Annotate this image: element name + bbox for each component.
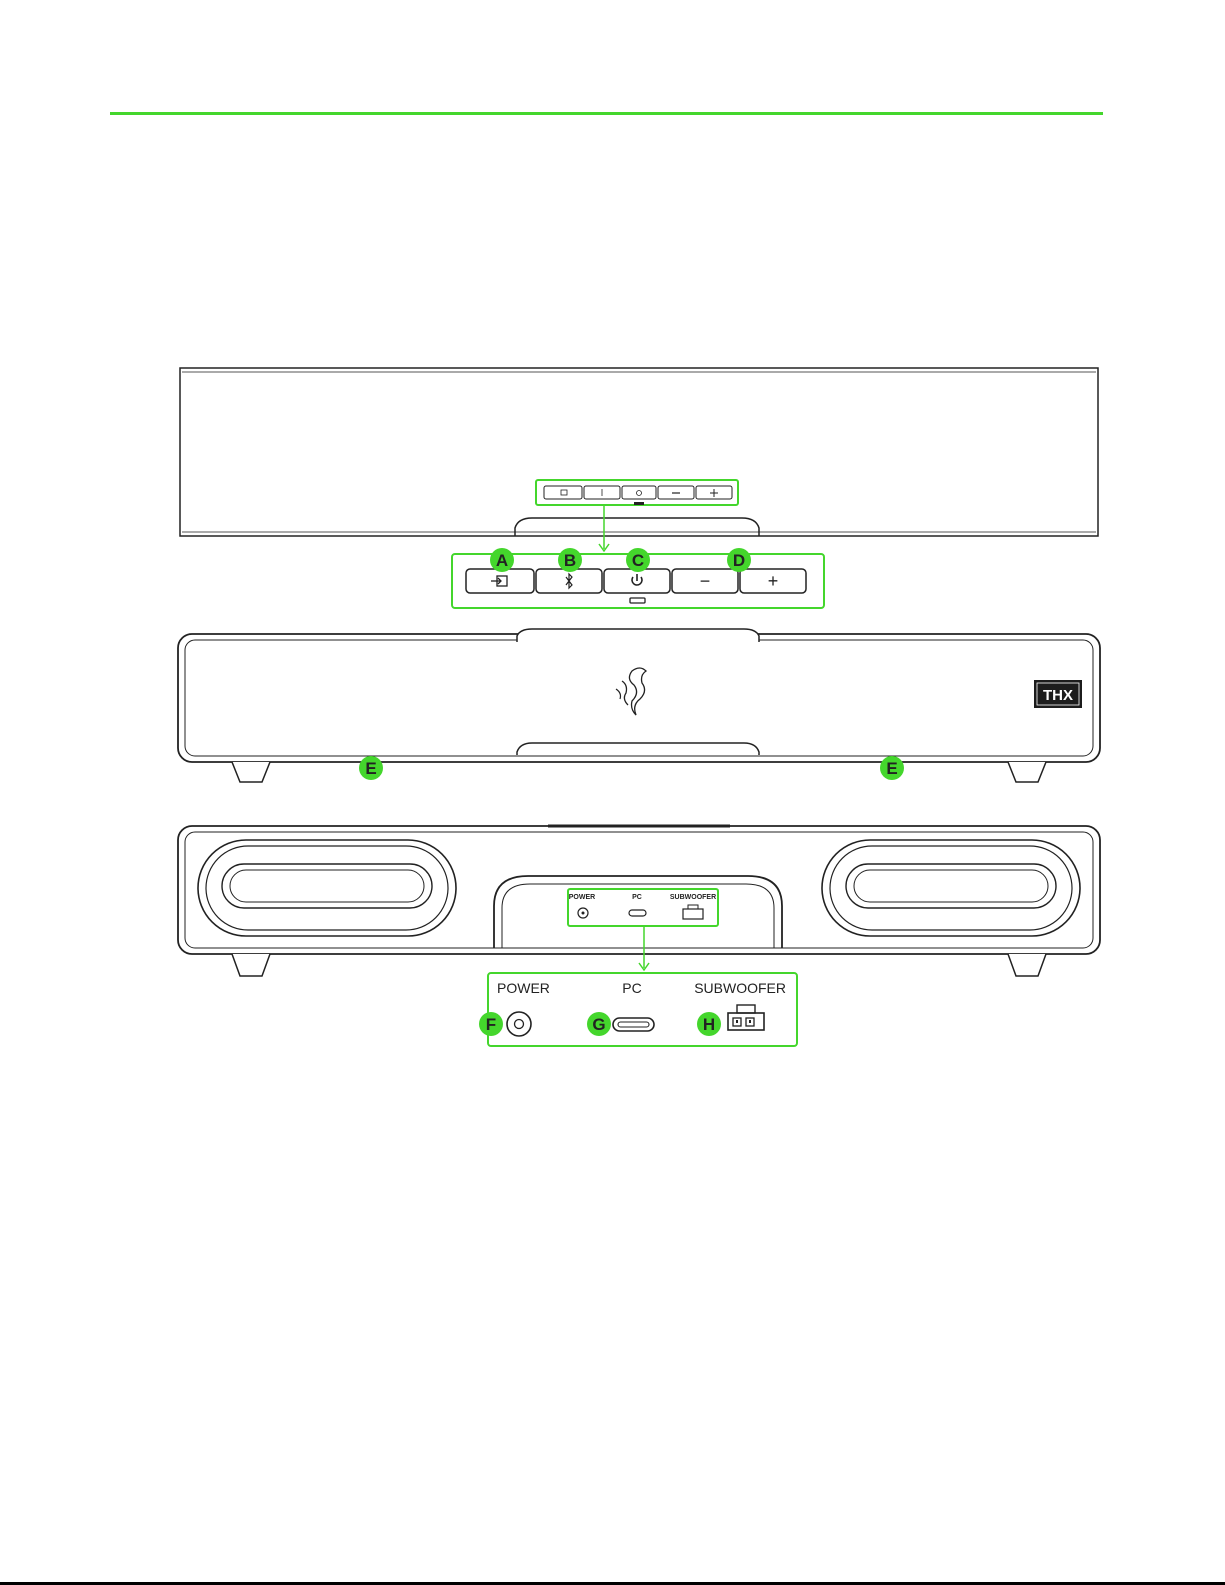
thx-text: THX: [1043, 687, 1073, 704]
callout-badge-a: A: [496, 551, 508, 570]
port-label-subwoofer: SUBWOOFER: [694, 980, 786, 996]
subwoofer-port-icon: [728, 1005, 764, 1030]
thx-logo: THX: [1034, 680, 1082, 708]
rear-label-subwoofer: SUBWOOFER: [670, 894, 716, 901]
callout-badge-d: D: [733, 551, 745, 570]
dc-power-port-icon: [507, 1012, 531, 1036]
soundbar-top-view: [180, 368, 1098, 551]
port-callout-panel: POWER PC SUBWOOFER F G H: [479, 973, 797, 1046]
volume-plus-symbol: +: [768, 571, 779, 591]
callout-badge-g: G: [592, 1015, 605, 1034]
rear-label-pc: PC: [632, 894, 642, 901]
port-label-power: POWER: [497, 980, 550, 996]
callout-badge-h: H: [703, 1015, 715, 1034]
rear-label-power: POWER: [569, 894, 595, 901]
port-label-pc: PC: [622, 980, 641, 996]
callout-badge-b: B: [564, 551, 576, 570]
soundbar-front-view: THX E E: [178, 629, 1100, 782]
callout-badge-c: C: [632, 551, 644, 570]
soundbar-rear-view: POWER PC SUBWOOFER: [178, 826, 1100, 976]
callout-badge-e-left: E: [365, 759, 376, 778]
callout-badge-f: F: [486, 1015, 496, 1034]
button-callout-panel: − + A B C D: [452, 548, 824, 608]
volume-minus-symbol: −: [700, 571, 711, 591]
usb-c-port-icon: [613, 1018, 654, 1031]
callout-badge-e-right: E: [886, 759, 897, 778]
